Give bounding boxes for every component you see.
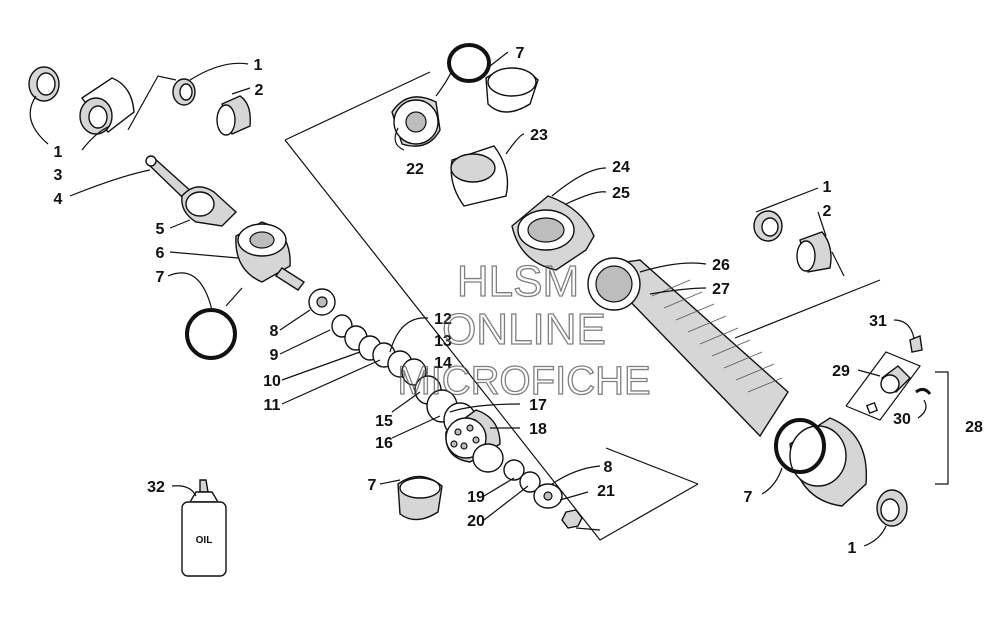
callout-30: 30 [893, 411, 911, 428]
o-ring-right-7 [774, 418, 826, 474]
callout-15: 15 [375, 413, 393, 430]
cylinder-body-26 [587, 257, 789, 438]
spring-adjuster-nut-24 [511, 195, 595, 271]
callout-31: 31 [869, 313, 887, 330]
callout-10: 10 [263, 373, 281, 390]
callout-12: 12 [434, 311, 452, 328]
callout-7: 7 [744, 489, 753, 506]
reservoir-cap-22 [391, 96, 441, 147]
callout-4: 4 [54, 191, 63, 208]
band-top-7 [485, 67, 539, 113]
watermark-line-1: HLSM [457, 257, 579, 306]
sleeve-23 [450, 145, 509, 207]
valve-assembly-28 [845, 335, 932, 421]
leader-lines [29, 51, 927, 547]
callout-22: 22 [406, 161, 424, 178]
oil-bottle-label: OIL [196, 535, 213, 546]
callout-26: 26 [712, 257, 730, 274]
callout-8: 8 [604, 459, 613, 476]
callout-7: 7 [368, 477, 377, 494]
callout-1: 1 [823, 179, 832, 196]
reservoir-end-cap [789, 417, 868, 507]
callouts: 1 2 1 3 4 5 6 7 8 9 10 11 12 13 14 15 16… [54, 45, 983, 557]
callout-21: 21 [597, 483, 615, 500]
callout-9: 9 [270, 347, 279, 364]
watermark: HLSM ONLINE MICROFICHE [397, 256, 652, 403]
callout-5: 5 [156, 221, 165, 238]
callout-25: 25 [612, 185, 630, 202]
watermark-line-2: ONLINE [442, 305, 606, 354]
oil-bottle-32: OIL [181, 479, 227, 577]
callout-29: 29 [832, 363, 850, 380]
callout-28: 28 [965, 419, 983, 436]
eye-housing-top-left-3 [79, 77, 135, 135]
callout-16: 16 [375, 435, 393, 452]
callout-1: 1 [254, 57, 263, 74]
callout-8: 8 [270, 323, 279, 340]
callout-19: 19 [467, 489, 485, 506]
lower-washers [472, 443, 583, 529]
callout-2: 2 [255, 82, 264, 99]
rod-end-piston-6 [235, 221, 306, 291]
callout-13: 13 [434, 333, 452, 350]
callout-17: 17 [529, 397, 547, 414]
callout-14: 14 [434, 355, 452, 372]
bushing-top-left-1 [28, 66, 60, 102]
callout-11: 11 [264, 397, 281, 414]
callout-3: 3 [54, 167, 63, 184]
o-ring-left-7 [185, 308, 237, 360]
callout-24: 24 [612, 159, 630, 176]
callout-2: 2 [823, 203, 832, 220]
callout-1: 1 [848, 540, 857, 557]
band-bottom-7 [397, 475, 443, 521]
spacer-right-2 [796, 231, 832, 273]
spacer-top-center-2 [216, 95, 251, 136]
callout-6: 6 [156, 245, 165, 262]
bushing-top-center-1 [172, 78, 196, 106]
watermark-line-3: MICROFICHE [397, 359, 650, 403]
callout-27: 27 [712, 281, 730, 298]
o-ring-top-7 [447, 43, 491, 83]
group-bracket-lines [284, 71, 949, 541]
callout-32: 32 [147, 479, 165, 496]
callout-20: 20 [467, 513, 485, 530]
callout-18: 18 [529, 421, 547, 438]
bushing-bottom-right-1 [876, 489, 908, 527]
eye-rod-5 [181, 186, 238, 227]
callout-1: 1 [54, 144, 63, 161]
callout-7: 7 [156, 269, 165, 286]
bushing-right-1 [753, 210, 783, 242]
callout-7: 7 [516, 45, 525, 62]
callout-23: 23 [530, 127, 548, 144]
